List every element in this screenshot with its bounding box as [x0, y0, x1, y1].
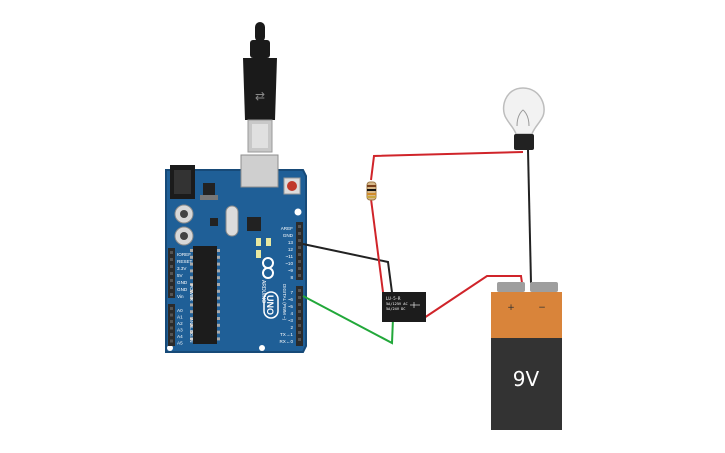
- digital-pin-labels-top: AREF GND 13 12 ~11 ~10 ~9 8: [281, 226, 294, 280]
- bottom-pin-label-1: ~6: [288, 297, 294, 302]
- bulb-base: [514, 134, 534, 150]
- arduino-logo: [262, 257, 274, 279]
- battery-9v[interactable]: + − 9V: [491, 282, 562, 430]
- top-pin-label-0: AREF: [281, 226, 293, 231]
- bottom-pin-label-6: TX→1: [280, 332, 293, 337]
- resistor[interactable]: [366, 181, 377, 201]
- svg-text:⇄: ⇄: [255, 89, 265, 103]
- bottom-pin-label-2: ~5: [288, 304, 294, 309]
- analog-pin-label-4: A4: [177, 334, 183, 339]
- microcontroller-chip: [193, 246, 217, 344]
- analog-pin-label-0: A0: [177, 308, 183, 313]
- digital-header-bottom[interactable]: [296, 286, 303, 346]
- arduino-brand: ARDUINO: [260, 280, 266, 303]
- arduino-board[interactable]: ARDUINO UNO AREF GND 13 12 ~11 ~10 ~9 8 7 ~6 ~5 4 ~…: [165, 154, 307, 353]
- bottom-pin-label-5: 2: [290, 325, 293, 330]
- power-pin-label-0: IOREF: [177, 252, 191, 257]
- analog-pin-label-5: A5: [177, 341, 183, 346]
- analog-header[interactable]: [168, 304, 175, 346]
- analog-header-label: ANALOG IN: [189, 318, 194, 343]
- usb-cable[interactable]: ⇄: [243, 22, 277, 153]
- relay[interactable]: LU-5-R 5A/125V AC 5A/24V DC: [382, 292, 426, 322]
- wire-bulb-battery-black: [527, 149, 532, 284]
- power-pin-label-3: 5V: [177, 273, 184, 278]
- svg-text:UNO: UNO: [265, 295, 275, 315]
- digital-pin-labels-bottom: 7 ~6 ~5 4 ~3 2TX→1RX←0: [279, 290, 293, 344]
- top-pin-label-7: 8: [290, 275, 293, 280]
- analog-pin-label-3: A3: [177, 328, 183, 333]
- battery-plus: +: [507, 303, 515, 313]
- power-pin-label-6: Vin: [177, 294, 184, 299]
- power-pin-labels: IOREF RESET 3.3V 5V GND GND Vin: [177, 252, 193, 299]
- power-pin-label-1: RESET: [177, 259, 193, 264]
- top-pin-label-6: ~9: [288, 268, 294, 273]
- relay-rating-dc: 5A/24V DC: [386, 307, 405, 311]
- digital-header-top[interactable]: [296, 222, 303, 280]
- top-pin-label-3: 12: [288, 247, 294, 252]
- top-pin-label-5: ~10: [285, 261, 293, 266]
- top-pin-label-4: ~11: [286, 254, 294, 259]
- battery-label: 9V: [513, 367, 540, 391]
- power-header-label: POWER: [189, 284, 194, 302]
- top-pin-label-1: GND: [283, 233, 294, 238]
- power-pin-label-2: 3.3V: [177, 266, 187, 271]
- bottom-pin-label-0: 7: [290, 290, 293, 295]
- wire-relay-resistor-red[interactable]: [370, 198, 385, 301]
- analog-pin-label-1: A1: [177, 315, 183, 320]
- relay-rating-ac: 5A/125V AC: [386, 302, 408, 306]
- relay-model: LU-5-R: [386, 296, 401, 301]
- power-pin-label-5: GND: [177, 287, 188, 292]
- top-pin-label-2: 13: [288, 240, 294, 245]
- digital-header-label: DIGITAL (PWM ~): [282, 284, 287, 321]
- bottom-pin-label-3: 4: [290, 311, 293, 316]
- power-pin-label-4: GND: [177, 280, 188, 285]
- uno-badge: UNO: [263, 291, 279, 319]
- crystal: [225, 205, 239, 237]
- usb-port: [240, 154, 279, 188]
- wire-gnd-black[interactable]: [302, 243, 394, 301]
- light-bulb[interactable]: [502, 87, 545, 150]
- bottom-pin-label-7: RX←0: [279, 339, 293, 344]
- wire-signal-green[interactable]: [302, 295, 394, 345]
- wire-relay-battery-red[interactable]: [423, 275, 523, 319]
- wire-resistor-bulb-red[interactable]: [370, 151, 524, 181]
- analog-pin-label-2: A2: [177, 321, 183, 326]
- battery-minus: −: [538, 303, 546, 313]
- bottom-pin-label-4: ~3: [288, 318, 294, 323]
